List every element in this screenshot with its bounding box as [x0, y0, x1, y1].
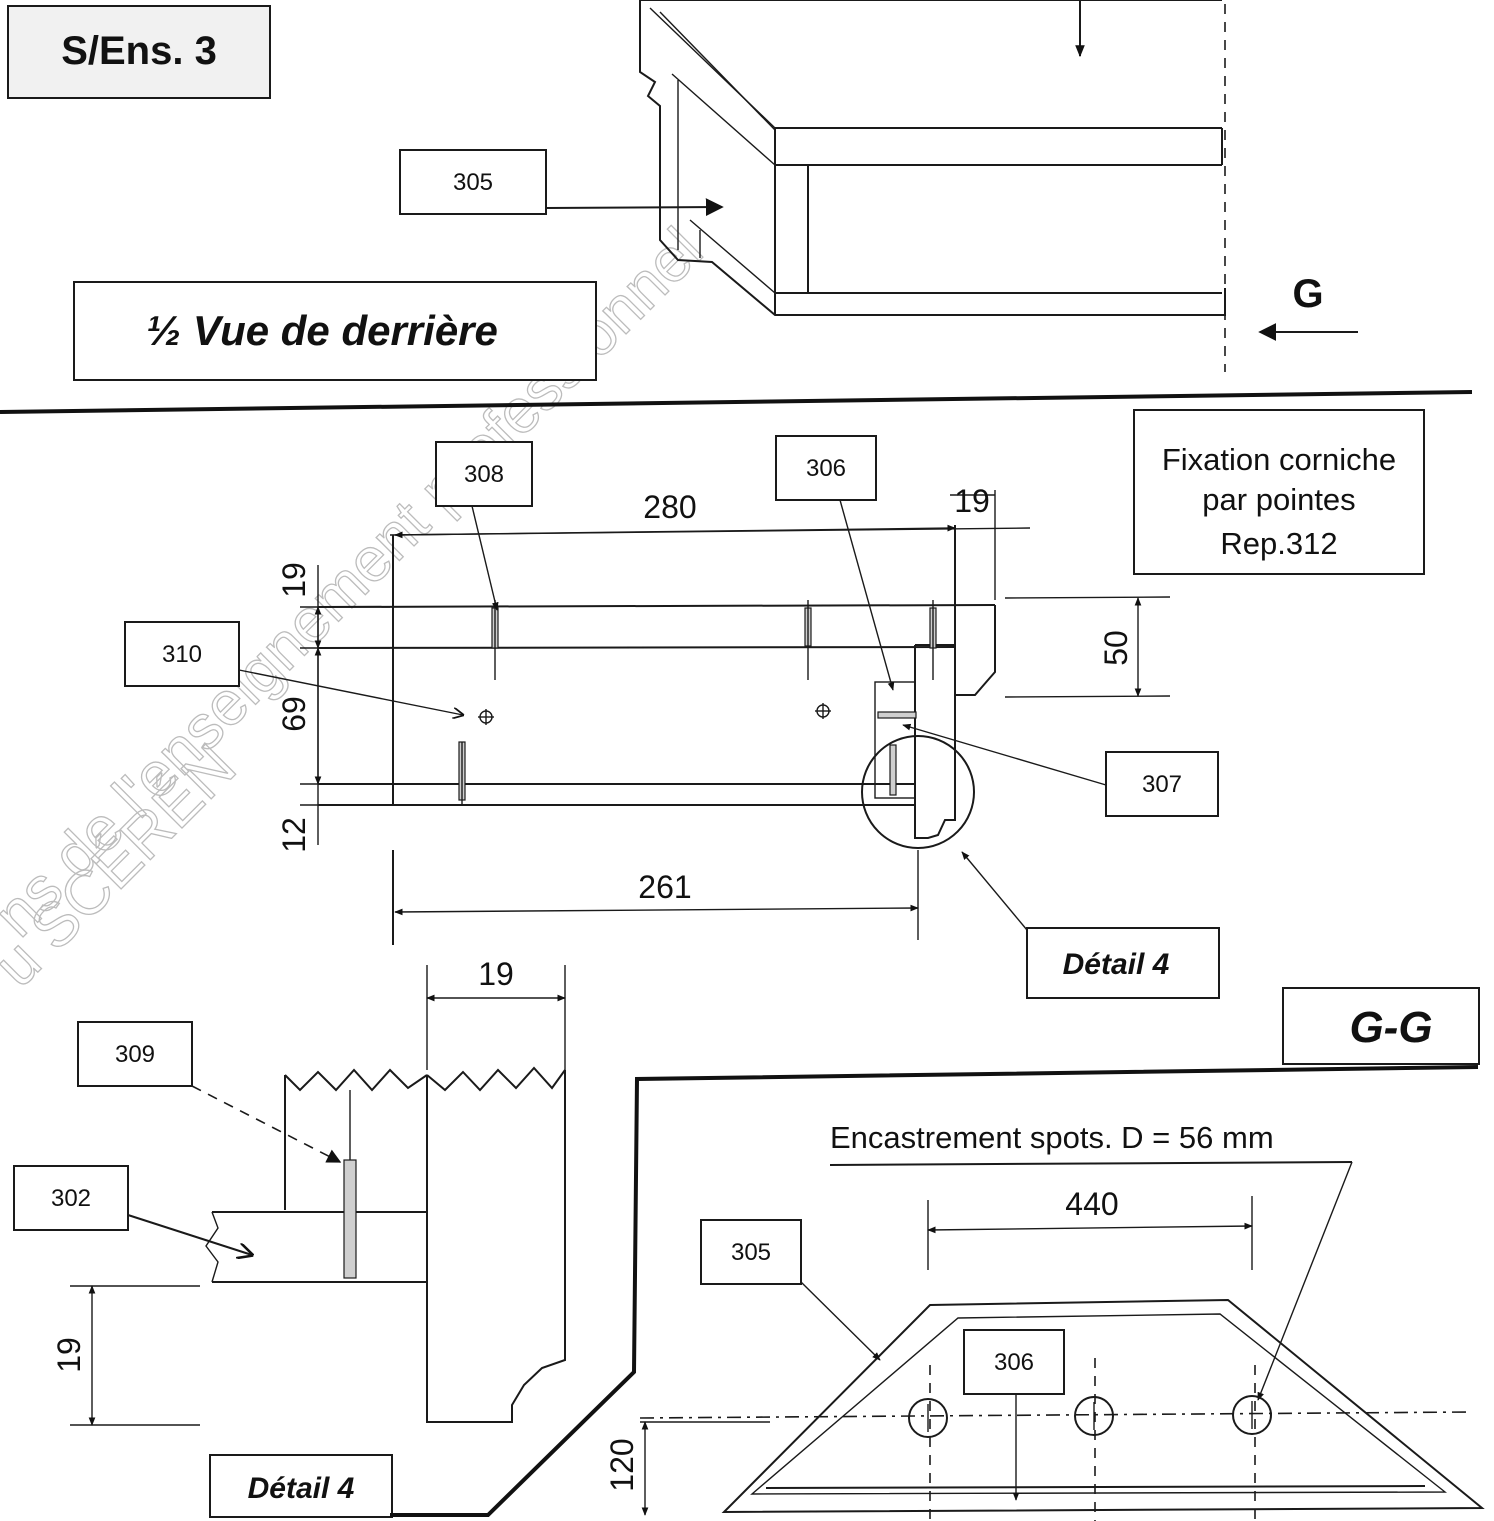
callout-302-label: 302 [51, 1185, 91, 1212]
dim-19-top-label: 19 [954, 483, 990, 519]
callout-307: 307 [902, 723, 1219, 817]
dim-50: 50 [1004, 596, 1171, 698]
detail-4-callout-label: Détail 4 [1063, 948, 1170, 981]
dim-12-label: 12 [276, 817, 312, 853]
dim-280: 280 [389, 489, 1031, 539]
callout-308-label: 308 [464, 461, 504, 488]
callout-306-section-label: 306 [994, 1349, 1034, 1376]
detail-4-label: Détail 4 [248, 1472, 355, 1505]
callout-307-label: 307 [1142, 771, 1182, 798]
dim-280-label: 280 [643, 489, 696, 525]
callout-310-label: 310 [162, 641, 202, 668]
fixation-note-line-3: Rep.312 [1220, 526, 1337, 561]
middle-drawing [317, 525, 996, 945]
callout-302: 302 [13, 1165, 252, 1255]
detail-drawing: 19 19 [51, 956, 566, 1426]
dim-50-label: 50 [1098, 630, 1134, 666]
section-border [390, 1065, 1479, 1517]
callout-309: 309 [77, 1021, 342, 1163]
spots-note: Encastrement spots. D = 56 mm [830, 1120, 1274, 1155]
separator-line [0, 390, 1473, 414]
section-gg-drawing: Encastrement spots. D = 56 mm 440 120 [604, 1120, 1485, 1521]
header-subassembly-box: S/Ens. 3 [7, 5, 271, 99]
dim-261-label: 261 [638, 869, 691, 905]
detail-4-callout: Détail 4 [961, 851, 1220, 999]
fixation-note-box: Fixation corniche par pointes Rep.312 [1133, 409, 1425, 575]
section-gg-title-box: G-G [1282, 987, 1480, 1065]
callout-305-label: 305 [453, 169, 493, 196]
detail-dim-19-side: 19 [51, 1337, 87, 1373]
detail-4-box: Détail 4 [209, 1454, 393, 1518]
callout-308: 308 [435, 441, 533, 611]
callout-306: 306 [775, 435, 895, 691]
view-title-box: ½ Vue de derrière [73, 281, 597, 381]
callout-310: 310 [124, 621, 463, 715]
callout-305-top: 305 [399, 149, 724, 217]
dim-261: 261 [394, 850, 919, 940]
callout-305-section-label: 305 [731, 1239, 771, 1266]
dim-69-label: 69 [276, 696, 312, 732]
callout-306-label: 306 [806, 455, 846, 482]
dim-19-top: 19 [950, 483, 996, 600]
detail-circle [861, 735, 975, 849]
dim-left-stack: 19 69 12 [276, 562, 390, 853]
cabinet-perspective [639, 0, 1226, 316]
section-gg-title: G-G [1349, 1003, 1432, 1052]
dim-120-label: 120 [604, 1438, 640, 1491]
callout-306-section: 306 [963, 1329, 1065, 1501]
subassembly-label: S/Ens. 3 [61, 29, 217, 73]
fixation-note-line-1: Fixation corniche [1162, 442, 1396, 477]
callout-309-label: 309 [115, 1041, 155, 1068]
view-title: ½ Vue de derrière [146, 307, 498, 354]
detail-dim-19-top: 19 [478, 956, 514, 992]
dim-440-label: 440 [1065, 1186, 1118, 1222]
callout-305-section: 305 [700, 1219, 881, 1361]
section-g-label: G [1292, 272, 1323, 316]
section-g-arrow: G [1258, 272, 1358, 341]
fixation-note-line-2: par pointes [1202, 482, 1355, 517]
dim-19-left-label: 19 [276, 562, 312, 598]
